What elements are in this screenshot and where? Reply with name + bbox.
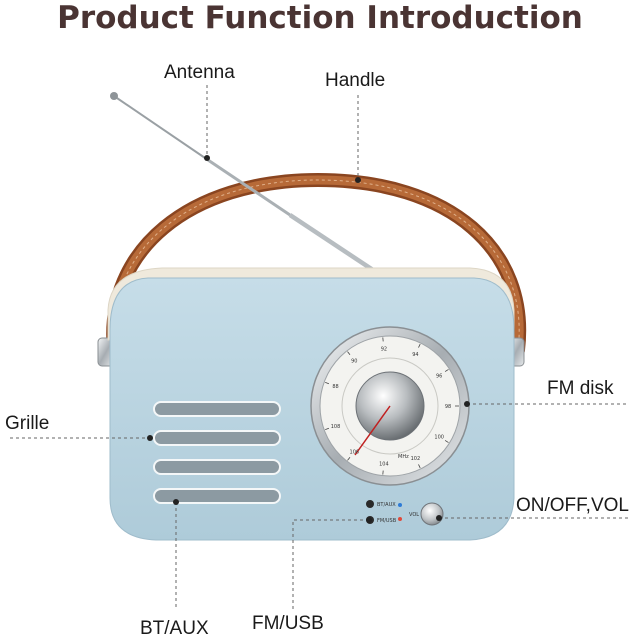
dial-scale-label: 108 — [331, 424, 341, 430]
dial-scale-label: 100 — [434, 435, 444, 441]
dial-tick — [347, 351, 351, 356]
handle — [106, 172, 527, 357]
callout-grille: Grille — [5, 413, 50, 434]
grille — [153, 401, 281, 504]
dial-tick — [325, 427, 330, 430]
volume-knob[interactable] — [420, 502, 444, 526]
dial-scale-label: 96 — [436, 373, 442, 379]
callout-bt-aux: BT/AUX — [140, 618, 209, 639]
callout-dots — [147, 155, 470, 523]
bt-aux-indicator — [366, 500, 374, 508]
dial-tick — [325, 382, 330, 385]
dial-tick — [444, 369, 449, 372]
dial-scale-label: 104 — [379, 462, 389, 468]
dial-scale-label: 90 — [351, 358, 357, 364]
dial-scale-label: 94 — [412, 352, 418, 358]
callout-handle: Handle — [325, 70, 386, 91]
vol-panel-label: VOL — [409, 512, 419, 518]
page-title: Product Function Introduction — [57, 0, 583, 36]
antenna — [110, 92, 378, 274]
dial-unit-label: MHz — [398, 454, 409, 460]
dial-scale-label: 98 — [445, 404, 451, 410]
callout-fm-usb: FM/USB — [252, 613, 324, 634]
dial-tick — [347, 456, 351, 461]
dial-tick — [418, 343, 421, 348]
callout-antenna: Antenna — [164, 62, 235, 83]
dial-tick — [444, 440, 449, 443]
dial-scale-label: 92 — [381, 346, 387, 352]
fm-dial: MHz 88 90 92 94 96 98 100 102 104 106 108 — [310, 326, 470, 486]
bt-aux-panel-label: BT/AUX — [377, 502, 396, 508]
callout-on-off-vol: ON/OFF,VOL — [516, 495, 629, 516]
dial-scale-label: 106 — [350, 450, 360, 456]
dial-tick — [418, 464, 421, 469]
fm-usb-panel-label: FM/USB — [377, 518, 397, 524]
dial-scale-label: 102 — [411, 456, 421, 462]
dial-scale-label: 88 — [332, 384, 338, 390]
callout-fm-disk: FM disk — [547, 378, 614, 399]
callout-leaders — [10, 85, 628, 610]
